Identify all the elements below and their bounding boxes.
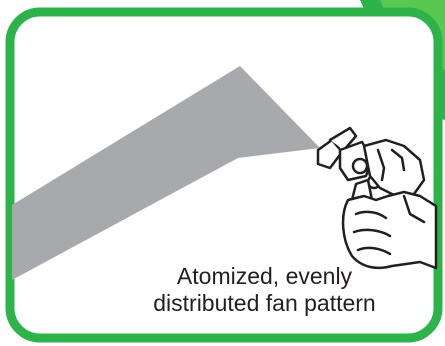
spray-gun-icon [316, 126, 426, 216]
caption: Atomized, evenly distributed fan pattern [0, 263, 445, 317]
hand-icon [341, 190, 438, 270]
frame-border [5, 7, 443, 343]
caption-line-1: Atomized, evenly [176, 263, 353, 289]
caption-line-2: distributed fan pattern [153, 290, 376, 316]
spray-fan-pattern [12, 66, 320, 280]
